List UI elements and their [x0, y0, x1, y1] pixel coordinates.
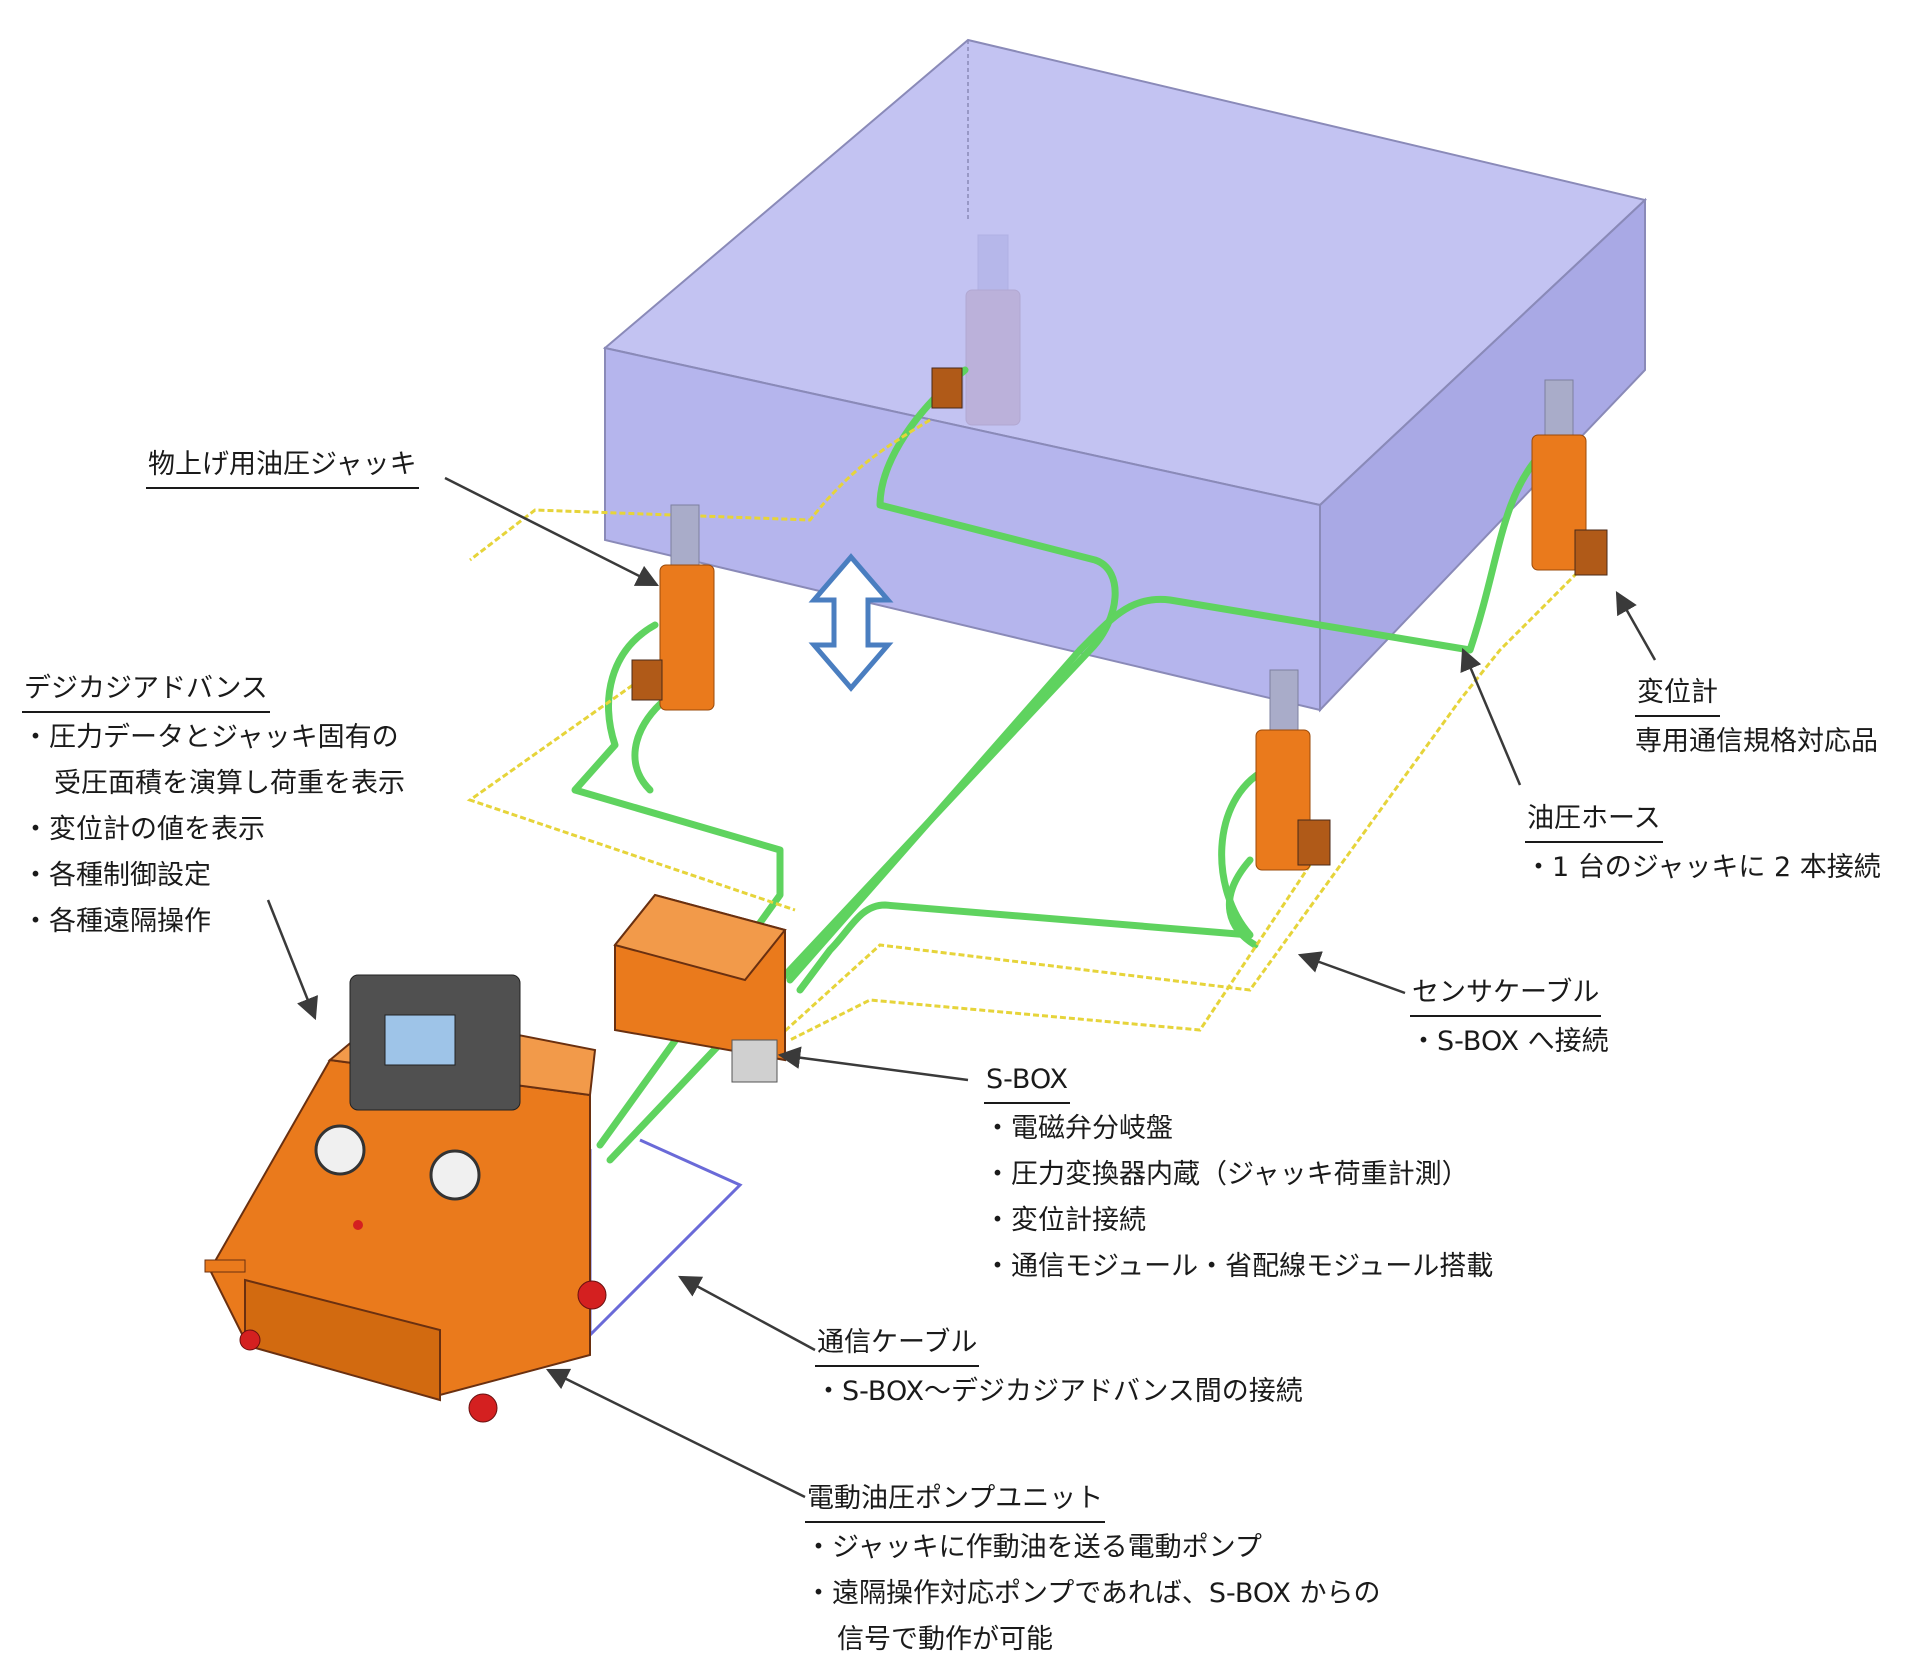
label-hydraulic-hose-title: 油圧ホース [1525, 799, 1663, 843]
hydraulic-jack-front-left [631, 504, 715, 711]
callout-arrows [266, 476, 1657, 1499]
callout-arrow-icon [1460, 647, 1522, 786]
label-displacement-gauge: 変位計 専用通信規格対応品 [1635, 670, 1878, 765]
label-electric-pump-unit-line: ・ジャッキに作動油を送る電動ポンプ [805, 1532, 1262, 1563]
label-s-box-line: ・通信モジュール・省配線モジュール搭載 [984, 1251, 1494, 1282]
label-digikaji-advance-line: ・変位計の値を表示 [22, 814, 265, 845]
label-electric-pump-unit-line: 信号で動作が可能 [837, 1624, 1053, 1655]
label-sensor-cable-line: ・S-BOX へ接続 [1410, 1026, 1609, 1057]
label-displacement-gauge-line: 専用通信規格対応品 [1635, 726, 1878, 757]
label-hydraulic-jack-title: 物上げ用油圧ジャッキ [146, 445, 419, 489]
label-sensor-cable-title: センサケーブル [1410, 973, 1602, 1017]
callout-arrow-icon [545, 1368, 806, 1499]
displacement-sensors [931, 367, 963, 409]
label-digikaji-advance-line: 受圧面積を演算し荷重を表示 [54, 768, 405, 799]
label-s-box: S-BOX ・電磁弁分岐盤 ・圧力変換器内蔵（ジャッキ荷重計測） ・変位計接続 … [984, 1057, 1493, 1290]
label-s-box-line: ・電磁弁分岐盤 [984, 1113, 1173, 1144]
label-digikaji-advance: デジカジアドバンス ・圧力データとジャッキ固有の 受圧面積を演算し荷重を表示 ・… [22, 666, 405, 945]
callout-arrow-icon [678, 1275, 816, 1352]
label-digikaji-advance-title: デジカジアドバンス [22, 669, 270, 713]
up-down-arrow-icon [808, 553, 894, 692]
label-s-box-line: ・変位計接続 [984, 1205, 1146, 1236]
hydraulic-jack-right [1531, 379, 1608, 576]
label-electric-pump-unit-title: 電動油圧ポンプユニット [805, 1479, 1106, 1523]
label-s-box-line: ・圧力変換器内蔵（ジャッキ荷重計測） [984, 1159, 1469, 1190]
label-communication-cable-title: 通信ケーブル [815, 1323, 980, 1367]
label-electric-pump-unit: 電動油圧ポンプユニット ・ジャッキに作動油を送る電動ポンプ ・遠隔操作対応ポンプ… [805, 1476, 1381, 1663]
label-communication-cable: 通信ケーブル ・S-BOX～デジカジアドバンス間の接続 [815, 1320, 1303, 1415]
label-sensor-cable: センサケーブル ・S-BOX へ接続 [1410, 970, 1609, 1065]
label-digikaji-advance-line: ・各種制御設定 [22, 860, 211, 891]
label-s-box-title: S-BOX [984, 1060, 1070, 1104]
callout-arrow-icon [777, 1046, 969, 1082]
label-electric-pump-unit-line: ・遠隔操作対応ポンプであれば、S-BOX からの [805, 1578, 1381, 1609]
label-hydraulic-jack: 物上げ用油圧ジャッキ [146, 442, 419, 491]
label-digikaji-advance-line: ・圧力データとジャッキ固有の [22, 722, 399, 753]
callout-arrow-icon [1615, 591, 1657, 661]
label-communication-cable-line: ・S-BOX～デジカジアドバンス間の接続 [815, 1376, 1303, 1407]
electric-pump-unit [204, 974, 607, 1423]
callout-arrow-icon [1297, 951, 1406, 995]
label-digikaji-advance-line: ・各種遠隔操作 [22, 906, 211, 937]
label-hydraulic-hose: 油圧ホース ・1 台のジャッキに 2 本接続 [1525, 796, 1881, 891]
sensor-cables [466, 418, 1592, 1042]
hydraulic-jack-front-right [1255, 669, 1331, 871]
label-hydraulic-hose-line: ・1 台のジャッキに 2 本接続 [1525, 852, 1881, 883]
hydraulic-hoses [571, 366, 1544, 1164]
callout-arrow-icon [444, 476, 660, 587]
callout-arrow-icon [266, 899, 318, 1021]
s-box [613, 893, 787, 1083]
label-displacement-gauge-title: 変位計 [1635, 673, 1720, 717]
